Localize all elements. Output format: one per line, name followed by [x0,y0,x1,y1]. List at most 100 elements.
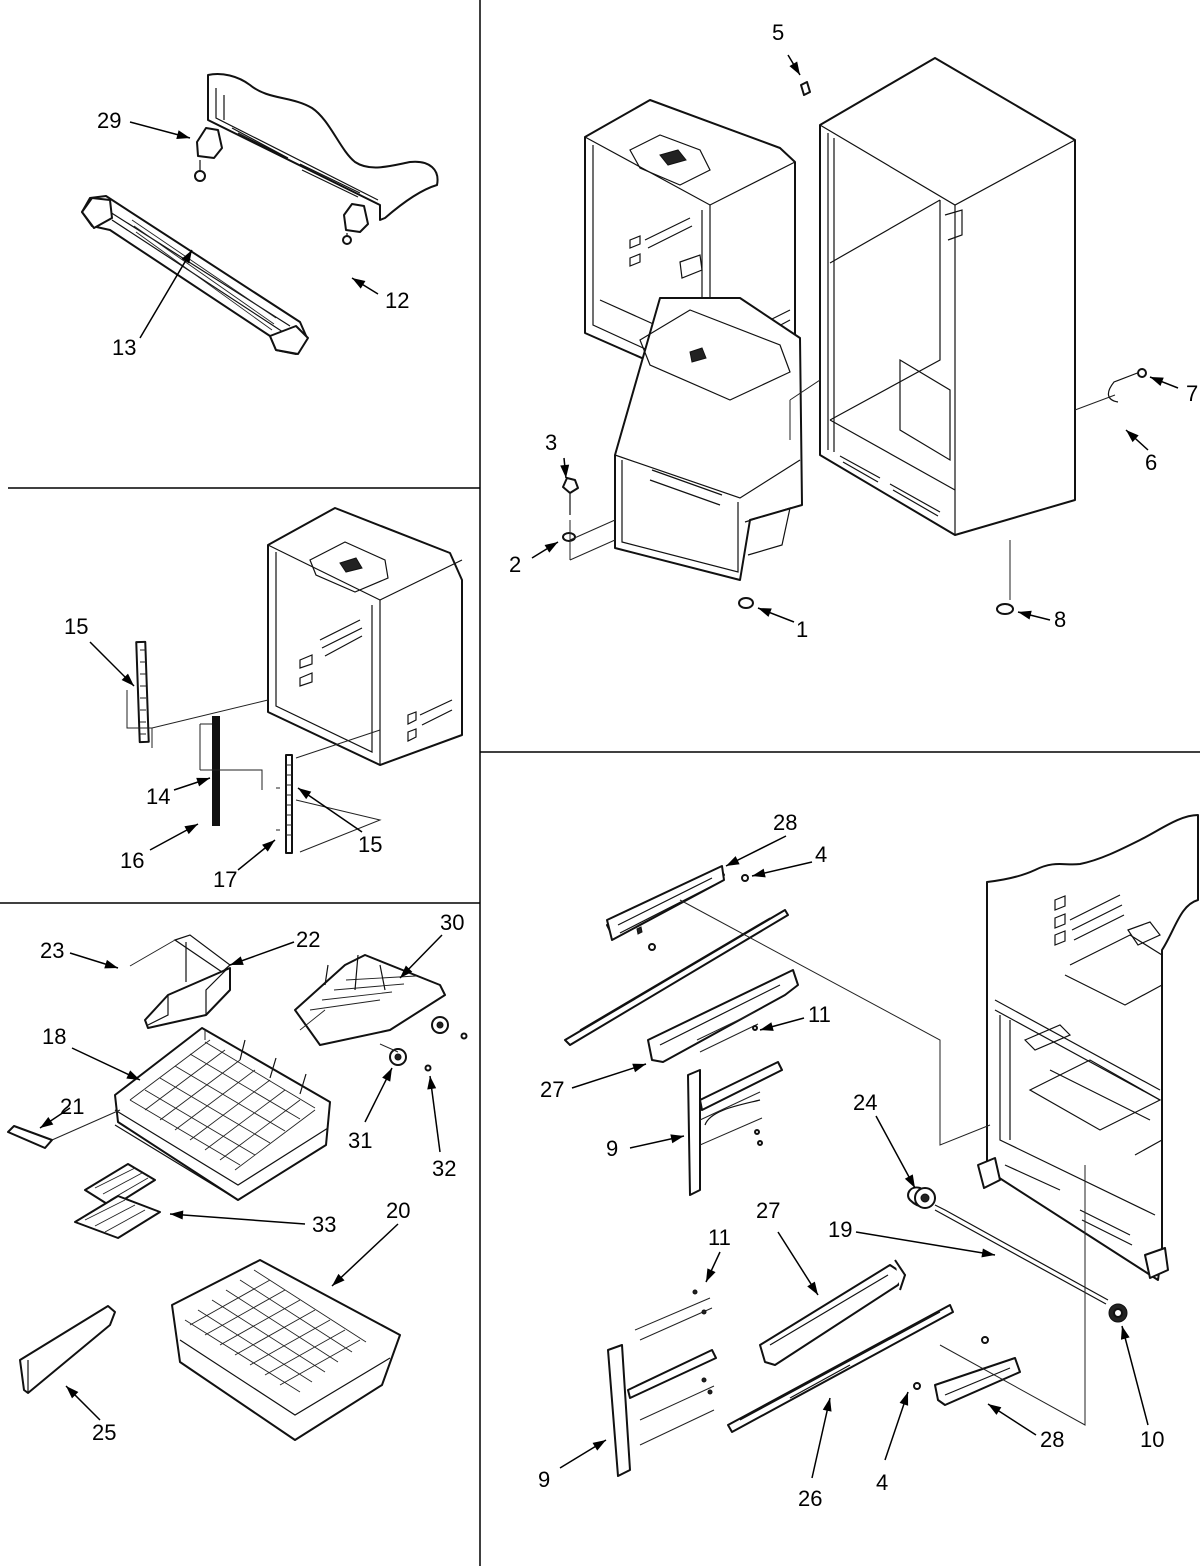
arrowhead [822,1398,832,1412]
callout-18: 18 [42,1024,66,1049]
arrowhead [706,1268,716,1282]
callout-4-top: 4 [815,842,827,867]
callout-30: 30 [440,910,464,935]
arrowhead [752,868,766,878]
callout-27-top: 27 [540,1077,564,1102]
callout-numbers: 29 12 13 5 3 2 1 7 6 8 15 14 16 17 15 23… [40,20,1198,1511]
arrowhead [789,61,800,75]
callout-3: 3 [545,430,557,455]
arrowhead [758,608,772,617]
hinge-bracket-right [343,203,369,233]
leader-arrows [39,54,1179,1479]
arrowhead [104,959,118,969]
partial-cabinet [986,814,1199,1281]
callout-25: 25 [92,1420,116,1445]
callout-31: 31 [348,1128,372,1153]
arrowhead [988,1404,1002,1415]
callout-8: 8 [1054,607,1066,632]
callout-7: 7 [1186,381,1198,406]
lower-basket [171,1259,401,1441]
arrowhead [170,1210,184,1220]
arrowhead [126,1070,140,1080]
callout-14: 14 [146,784,170,809]
callout-16: 16 [120,848,144,873]
callout-23: 23 [40,938,64,963]
lower-slide-bracket [759,1264,906,1366]
panel-drawer-slides [564,814,1199,1477]
arrowhead [632,1063,646,1073]
arrowhead [592,1440,606,1451]
arrowhead [66,1386,79,1399]
freezer-liner [614,297,803,581]
callout-9-top: 9 [606,1136,618,1161]
arrowhead [560,464,570,478]
arrowhead [904,1174,915,1188]
callout-32: 32 [432,1156,456,1181]
callout-4-bottom: 4 [876,1470,888,1495]
arrowhead [184,824,198,835]
arrowhead [726,856,740,866]
callout-28-top: 28 [773,810,797,835]
arrowhead [760,1022,774,1031]
basket-end-divider [19,1305,116,1394]
toe-grille [81,195,308,355]
callout-27-bottom: 27 [756,1198,780,1223]
callout-5: 5 [772,20,784,45]
lower-slide-rail [727,1304,954,1433]
arrowhead [544,542,558,553]
arrowhead [899,1392,909,1406]
callout-26: 26 [798,1486,822,1511]
callout-20: 20 [386,1198,410,1223]
arrowhead [196,777,210,787]
callout-24: 24 [853,1090,877,1115]
callout-15-top: 15 [64,614,88,639]
callout-9-bottom: 9 [538,1467,550,1492]
callout-17: 17 [213,867,237,892]
callout-21: 21 [60,1094,84,1119]
wine-rack [294,954,446,1046]
upper-basket [114,1027,331,1201]
callout-11-bottom: 11 [708,1225,731,1250]
liner-assembly [267,507,463,766]
ice-tray-upper [84,1163,156,1208]
panel-baskets [7,934,468,1441]
callout-29: 29 [97,108,121,133]
cabinet-shell [819,57,1076,536]
callout-28-bottom: 28 [1040,1427,1064,1452]
arrowhead [1018,610,1032,620]
hinge-bracket-left [196,127,223,159]
callout-15-bottom: 15 [358,832,382,857]
arrowhead [230,956,244,965]
arrowhead [427,1076,437,1090]
callout-33: 33 [312,1212,336,1237]
panel-cabinet [562,57,1147,615]
arrowhead [352,278,366,289]
arrowhead [40,1117,54,1128]
arrowhead [121,673,134,686]
basket-divider [144,967,231,1029]
arrowhead [807,1281,818,1295]
cabinet-bottom-section [207,73,439,221]
panel-toe-grille [81,73,439,355]
arrowhead [1150,377,1164,386]
upper-slide-bracket [647,969,799,1063]
ice-tray-lower [74,1195,161,1239]
callout-6: 6 [1145,450,1157,475]
arrowhead [1126,430,1139,443]
arrowhead [670,1134,684,1144]
arrowhead [262,840,275,852]
callout-22: 22 [296,927,320,952]
panel-liner-trim [126,507,463,854]
arrowhead [1120,1326,1130,1340]
callout-10: 10 [1140,1427,1164,1452]
arrowhead [981,1248,995,1258]
arrowhead [298,788,312,800]
arrowhead [176,130,190,139]
callout-1: 1 [796,617,808,642]
arrowhead [400,965,413,978]
callout-13: 13 [112,335,136,360]
callout-2: 2 [509,552,521,577]
callout-11-top: 11 [808,1002,831,1027]
